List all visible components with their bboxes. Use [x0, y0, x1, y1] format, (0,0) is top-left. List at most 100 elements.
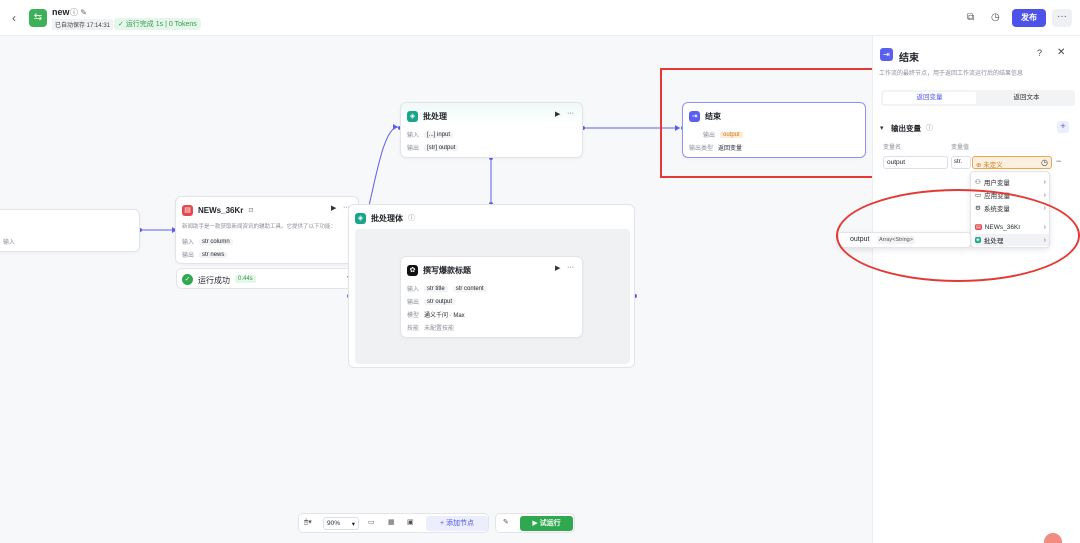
batch-icon: ◈ — [407, 110, 418, 122]
writer-output-row: 输出 str output — [407, 297, 456, 306]
writer-skill-val: 未配置技能 — [424, 326, 455, 332]
exit-icon: ⇥ — [880, 48, 893, 61]
add-variable-button[interactable]: + — [1057, 121, 1069, 133]
news-output-tag: str — [202, 251, 209, 258]
news-output-label: 输出 — [182, 253, 195, 259]
writer-skill-row: 技能 未配置技能 — [407, 323, 454, 332]
writer-model-label: 模型 — [407, 313, 420, 319]
llm-icon: ✿ — [407, 264, 418, 276]
run-node-icon[interactable]: ▶ — [555, 265, 561, 272]
publish-button[interactable]: 发布 — [1012, 9, 1046, 27]
back-icon[interactable]: ‹ — [12, 11, 16, 25]
writer-skill-label: 技能 — [407, 326, 420, 332]
success-check-icon: ✓ — [182, 274, 193, 285]
run-status-text: 运行完成 1s | 0 Tokens — [125, 21, 197, 28]
batch-input-val: input — [437, 131, 451, 138]
news-output-val: news — [210, 251, 225, 258]
close-icon[interactable]: ✕ — [1057, 47, 1066, 58]
batch-title: 批处理 — [423, 111, 447, 121]
writer-output-val: output — [435, 298, 453, 305]
news-node[interactable]: ▤ NEWs_36Kr ⊡ ▶ ··· 新闻助手是一款获取新闻资讯的辅助工具。它… — [175, 196, 359, 264]
chevron-down-icon: ▾ — [351, 521, 355, 528]
grid-icon[interactable]: ▦ — [388, 519, 395, 526]
add-node-button[interactable]: + 添加节点 — [426, 516, 488, 531]
news-desc: 新闻助手是一款获取新闻资讯的辅助工具。它提供了以下功能： — [182, 224, 337, 230]
run-node-icon[interactable]: ▶ — [331, 205, 337, 212]
end-output-label: 输出 — [703, 133, 716, 139]
end-title: 结束 — [705, 111, 721, 121]
node-more-icon[interactable]: ··· — [343, 204, 350, 211]
return-mode-tabs: 返回变量 返回文本 — [881, 90, 1075, 106]
tab-return-text[interactable]: 返回文本 — [1013, 94, 1040, 101]
end-node[interactable]: ⇥ 结束 输出 output 输出类型 返回变量 — [682, 102, 866, 158]
news-input-tag: str — [202, 238, 209, 245]
batch-input-label: 输入 — [407, 133, 420, 139]
remove-variable-button[interactable]: − — [1056, 156, 1062, 166]
run-toolbar: ✎ ▶ 试运行 — [495, 513, 575, 533]
info-icon: ⓘ — [926, 125, 933, 132]
end-type-row: 输出类型 返回变量 — [689, 143, 742, 152]
var-name-input[interactable]: output — [883, 156, 948, 169]
batch-input-row: 输入 [...] input — [407, 130, 454, 139]
exit-icon: ⇥ — [689, 110, 700, 122]
panel-desc: 工作流的最终节点，用于返回工作流运行后的结果信息 — [879, 71, 1024, 77]
run-success-bar[interactable]: ✓ 运行成功 0.44s ▾ — [176, 268, 356, 289]
chevron-right-icon: › — [1043, 178, 1046, 186]
image-icon[interactable]: ▣ — [407, 519, 414, 526]
add-node-label: 添加节点 — [446, 520, 475, 527]
node-more-icon[interactable]: ··· — [567, 110, 574, 117]
highlight-box — [660, 68, 878, 178]
zoom-value: 90% — [327, 520, 341, 527]
writer-input-tag-2: str — [455, 285, 463, 292]
end-output-row: 输出 output — [703, 130, 743, 139]
end-type-val: 返回变量 — [718, 146, 743, 152]
run-status-badge: ✓ 运行完成 1s | 0 Tokens — [114, 18, 201, 30]
batch-body-title: 批处理体 — [371, 213, 403, 223]
var-value-select[interactable]: ⊕ 未定义◷ — [972, 156, 1052, 169]
zoom-select[interactable]: 90% ▾ — [323, 517, 359, 530]
run-success-label: 运行成功 — [198, 276, 230, 285]
news-node-header: ▤ NEWs_36Kr ⊡ — [182, 204, 253, 216]
more-icon[interactable]: ··· — [1052, 9, 1072, 27]
copy-icon[interactable]: ⧉ — [967, 12, 975, 23]
news-icon: ▤ — [182, 204, 193, 216]
writer-input-val-1: title — [435, 285, 445, 292]
menu-item-user-vars[interactable]: ⚇用户变量 › — [975, 176, 1049, 188]
app-logo-icon: ⇆ — [29, 9, 47, 27]
help-icon[interactable]: ? — [1037, 48, 1043, 58]
batch-output-label: 输出 — [407, 146, 420, 152]
test-run-label: 试运行 — [539, 520, 561, 527]
output-vars-title: 输出变量 — [891, 124, 921, 133]
batch-node[interactable]: ◈ 批处理 ▶ ··· 输入 [...] input 输出 [str] outp… — [400, 102, 583, 158]
col-var-value: 变量值 — [951, 145, 970, 151]
writer-model-val: 通义千问 · Max — [424, 313, 465, 319]
app-name: new — [52, 7, 70, 17]
writer-input-row: 输入 str title str content — [407, 284, 487, 293]
menu-item-label: 用户变量 — [983, 180, 1010, 187]
start-node[interactable]: 输入 — [0, 209, 140, 252]
plugin-badge-icon: ⊡ — [248, 207, 254, 214]
highlight-ellipse — [836, 189, 1080, 282]
test-run-button[interactable]: ▶ 试运行 — [520, 516, 573, 531]
chevron-right-icon: › — [1043, 191, 1046, 199]
tab-return-variable[interactable]: 返回变量 — [883, 92, 976, 104]
writer-input-label: 输入 — [407, 287, 420, 293]
writer-output-tag: str — [427, 298, 434, 305]
news-input-label: 输入 — [182, 240, 195, 246]
mouse-mode-icon[interactable]: 🖱▾ — [304, 519, 312, 526]
chevron-down-icon[interactable]: ▾ — [880, 125, 884, 132]
top-bar: ‹ ⇆ new ⓘ ✎ 已自动保存 17:14:31 ✓ 运行完成 1s | 0… — [0, 0, 1080, 36]
avatar[interactable] — [1044, 533, 1062, 543]
writer-node[interactable]: ✿ 撰写爆款标题 ▶ ··· 输入 str title str content … — [400, 256, 583, 338]
debug-icon[interactable]: ✎ — [503, 519, 509, 526]
info-icon: ⓘ — [408, 215, 415, 222]
history-icon[interactable]: ◷ — [991, 12, 1000, 23]
node-more-icon[interactable]: ··· — [567, 264, 574, 271]
edit-info-icons[interactable]: ⓘ ✎ — [70, 8, 87, 17]
end-type-label: 输出类型 — [689, 146, 714, 152]
minimap-icon[interactable]: ▭ — [368, 519, 375, 526]
run-node-icon[interactable]: ▶ — [555, 111, 561, 118]
news-input-row: 输入 str column — [182, 237, 233, 246]
var-type-select[interactable]: str. — [951, 156, 971, 169]
person-icon: ⚇ — [975, 179, 981, 186]
